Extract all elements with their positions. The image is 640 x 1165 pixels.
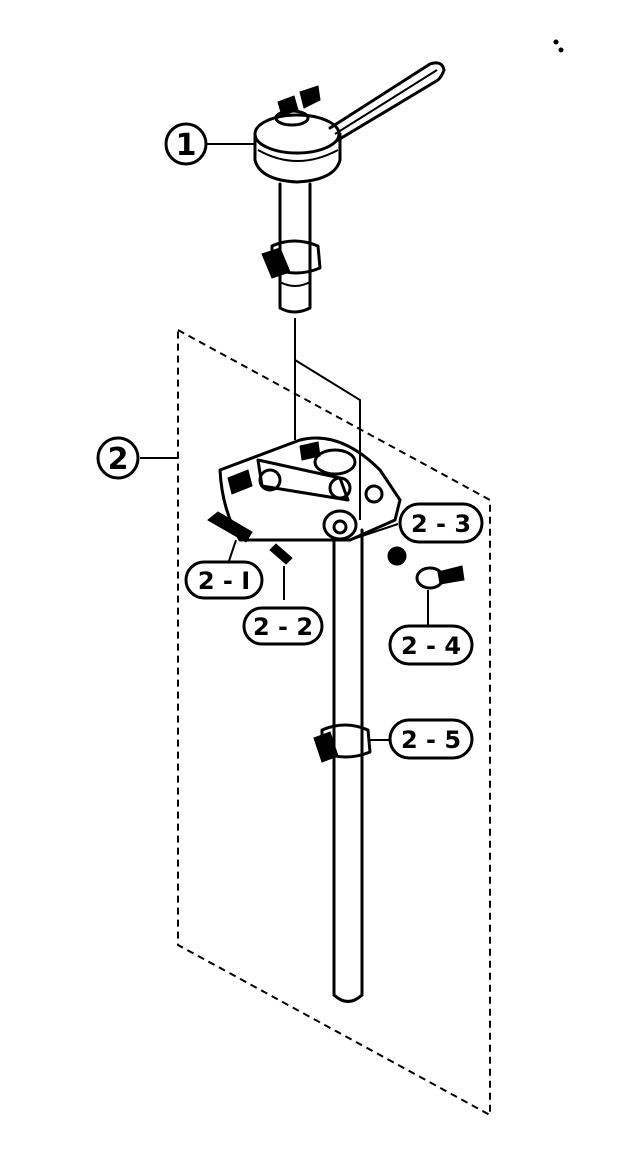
part-2-group-outline (177, 328, 491, 1117)
svg-text:2 - 5: 2 - 5 (401, 726, 461, 754)
svg-text:2 - I: 2 - I (198, 567, 250, 595)
small-parts (140, 143, 465, 741)
stray-marks (553, 39, 564, 53)
callout-2-4: 2 - 4 (388, 624, 474, 666)
callout-2-2: 2 - 2 (242, 606, 324, 646)
callout-2: 2 (96, 436, 140, 480)
svg-text:2 - 2: 2 - 2 (253, 613, 313, 641)
callout-2-1: 2 - I (184, 560, 264, 600)
clamp-assembly (218, 359, 402, 1003)
svg-text:2 - 4: 2 - 4 (401, 632, 461, 660)
callout-2-3: 2 - 3 (398, 502, 484, 544)
callout-1: 1 (164, 122, 208, 166)
callout-2-5: 2 - 5 (388, 718, 474, 760)
svg-text:1: 1 (176, 128, 197, 163)
svg-text:2 - 3: 2 - 3 (411, 510, 471, 538)
svg-text:2: 2 (108, 442, 129, 477)
tom-arm-assembly (253, 61, 446, 440)
